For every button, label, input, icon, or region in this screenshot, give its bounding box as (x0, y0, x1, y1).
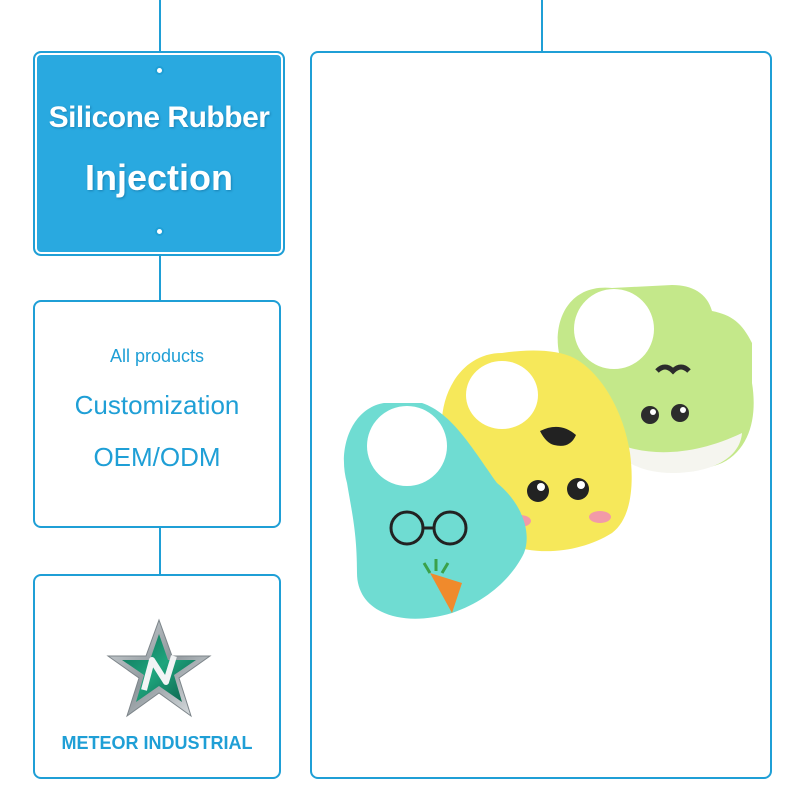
title-line-2: Injection (84, 157, 233, 198)
connector-ring (155, 66, 164, 75)
title-line-1: Silicone Rubber (48, 101, 270, 134)
blue-bib-image (343, 403, 527, 619)
connector-line-top-left (159, 0, 161, 68)
features-panel: All products Customization OEM/ODM (33, 300, 281, 528)
connector-ring (155, 227, 164, 236)
connector-line-top-right (541, 0, 543, 68)
brand-name: METEOR INDUSTRIAL (61, 733, 253, 753)
feature-all-products: All products (109, 346, 205, 366)
product-image-frame (310, 51, 772, 779)
star-logo-icon (106, 618, 212, 718)
brand-panel: METEOR INDUSTRIAL (33, 574, 281, 779)
connector-line (159, 236, 161, 326)
title-panel: Silicone Rubber Injection (33, 51, 285, 256)
feature-customization: Customization (74, 390, 240, 420)
product-photo (343, 285, 754, 619)
connector-line (159, 512, 161, 602)
feature-oem-odm: OEM/ODM (93, 442, 221, 472)
